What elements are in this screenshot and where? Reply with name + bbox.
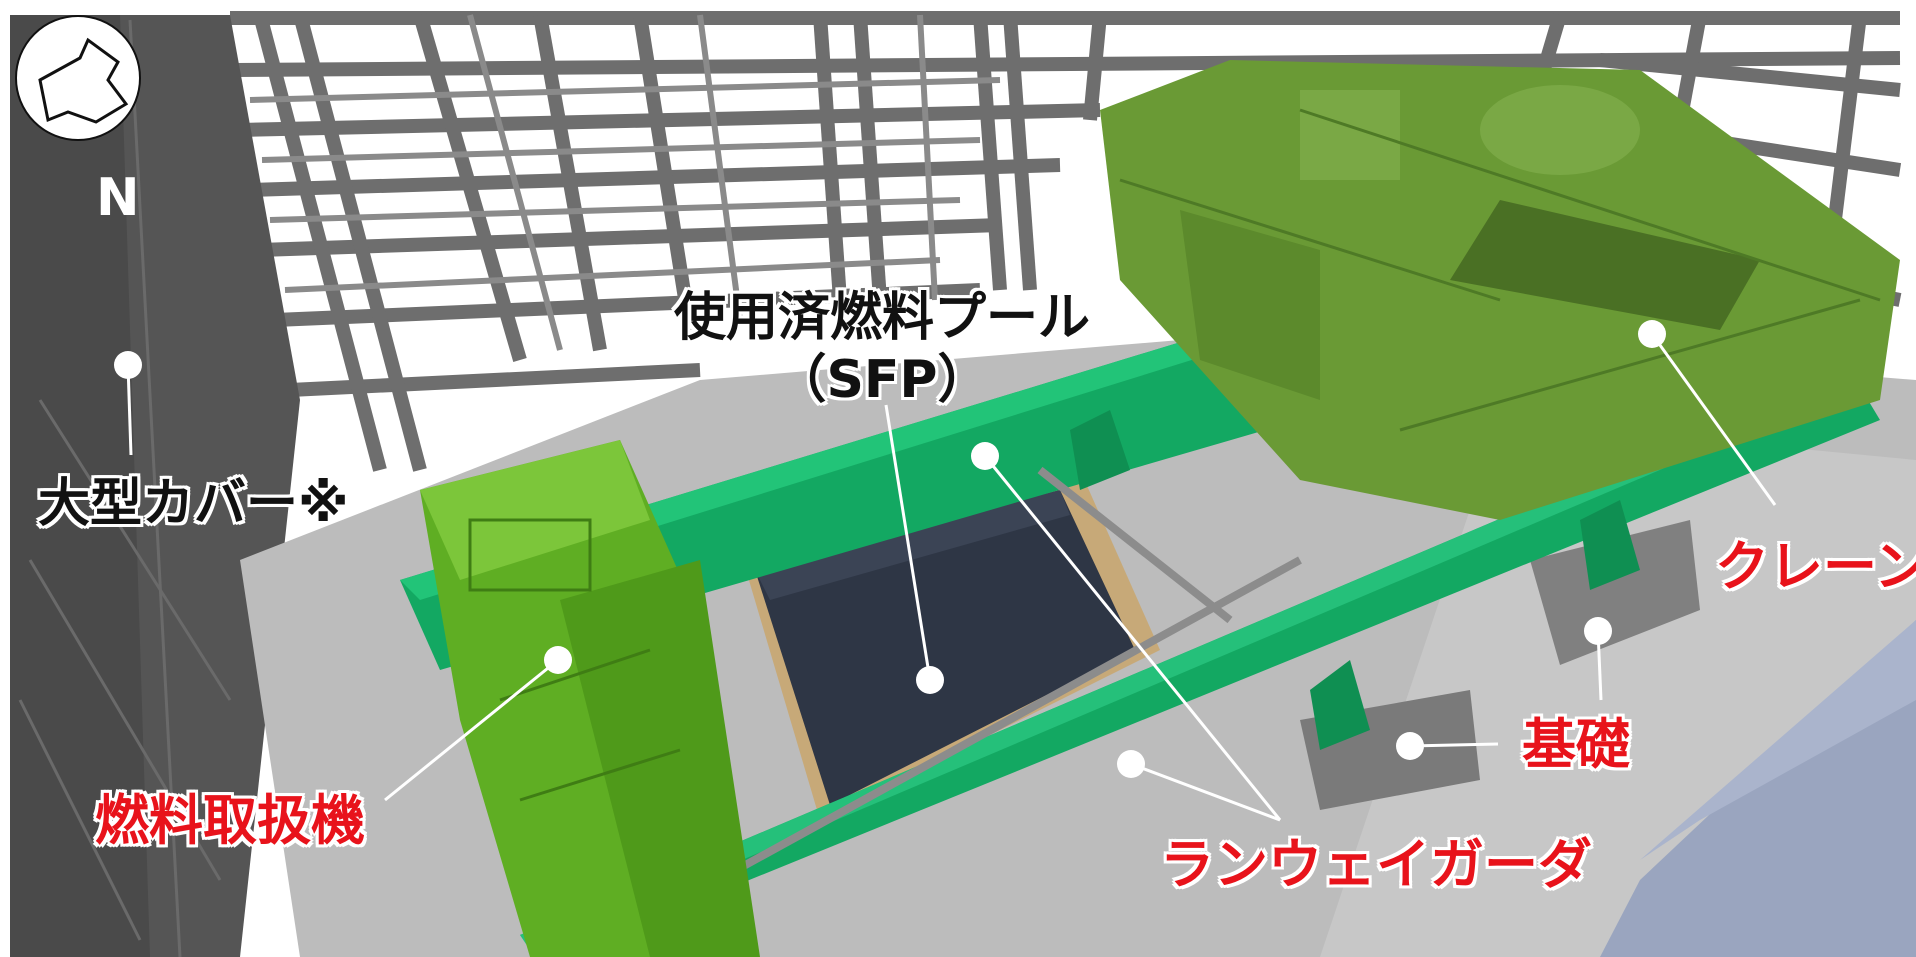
label-fuel-handling-machine: 燃料取扱機 (95, 789, 365, 852)
marker-dots (114, 320, 1666, 778)
label-sfp-line1: 使用済燃料プール (673, 288, 1090, 348)
compass-icon (15, 15, 141, 141)
label-foundation: 基礎 (1522, 713, 1630, 776)
label-large-cover: 大型カバー※ (38, 474, 349, 534)
label-crane: クレーン (1715, 535, 1916, 598)
compass-north-label: N (96, 168, 140, 228)
label-sfp-line2: （SFP） (774, 350, 990, 410)
steel-frame-thin (249, 14, 1001, 351)
foundation-block-1 (1530, 520, 1700, 665)
leader-lines (126, 333, 1777, 822)
label-runway-girder: ランウェイガーダ (1160, 833, 1592, 896)
